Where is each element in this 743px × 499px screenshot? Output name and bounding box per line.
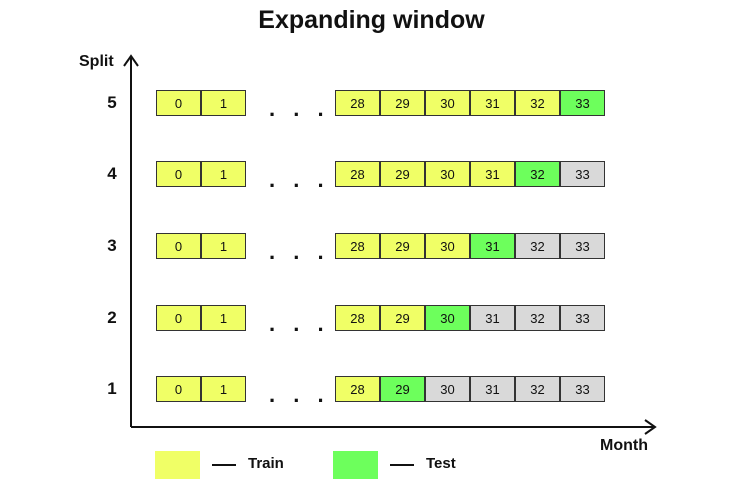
month-cell: 0 [156, 305, 201, 331]
month-cell: 1 [201, 161, 246, 187]
month-cell: 28 [335, 305, 380, 331]
month-cell: 0 [156, 376, 201, 402]
ellipsis: . . . [269, 96, 330, 121]
ellipsis: . . . [269, 382, 330, 407]
x-axis-arrowhead [644, 419, 657, 435]
month-cell: 31 [470, 376, 515, 402]
month-cell: 33 [560, 376, 605, 402]
split-label: 1 [107, 379, 117, 398]
legend-swatch-test [333, 451, 378, 479]
diagram-title: Expanding window [258, 6, 485, 34]
month-cell: 32 [515, 376, 560, 402]
legend-swatch-train [155, 451, 200, 479]
month-cell: 29 [380, 161, 425, 187]
month-cell: 33 [560, 305, 605, 331]
month-cell: 32 [515, 161, 560, 187]
ellipsis: . . . [269, 167, 330, 192]
month-cell: 30 [425, 376, 470, 402]
y-axis-arrowhead [123, 54, 139, 67]
y-axis-label: Split [79, 53, 114, 70]
legend-label-test: Test [426, 455, 456, 472]
legend-dash [212, 464, 236, 466]
ellipsis: . . . [269, 311, 330, 336]
legend-dash [390, 464, 414, 466]
month-cell: 30 [425, 233, 470, 259]
month-cell: 31 [470, 90, 515, 116]
month-cell: 0 [156, 90, 201, 116]
month-cell: 32 [515, 233, 560, 259]
month-cell: 1 [201, 233, 246, 259]
split-label: 4 [107, 164, 117, 183]
ellipsis: . . . [269, 239, 330, 264]
month-cell: 28 [335, 233, 380, 259]
month-cell: 30 [425, 161, 470, 187]
month-cell: 0 [156, 233, 201, 259]
month-cell: 29 [380, 233, 425, 259]
month-cell: 30 [425, 90, 470, 116]
month-cell: 30 [425, 305, 470, 331]
month-cell: 31 [470, 305, 515, 331]
month-cell: 32 [515, 305, 560, 331]
month-cell: 33 [560, 161, 605, 187]
month-cell: 28 [335, 90, 380, 116]
split-label: 3 [107, 236, 117, 255]
month-cell: 1 [201, 305, 246, 331]
month-cell: 0 [156, 161, 201, 187]
month-cell: 28 [335, 376, 380, 402]
month-cell: 1 [201, 376, 246, 402]
month-cell: 29 [380, 90, 425, 116]
month-cell: 33 [560, 233, 605, 259]
month-cell: 28 [335, 161, 380, 187]
split-label: 5 [107, 93, 117, 112]
month-cell: 31 [470, 161, 515, 187]
month-cell: 29 [380, 376, 425, 402]
month-cell: 29 [380, 305, 425, 331]
legend-label-train: Train [248, 455, 284, 472]
month-cell: 1 [201, 90, 246, 116]
split-label: 2 [107, 308, 117, 327]
month-cell: 33 [560, 90, 605, 116]
month-cell: 31 [470, 233, 515, 259]
month-cell: 32 [515, 90, 560, 116]
x-axis-label: Month [600, 437, 648, 454]
